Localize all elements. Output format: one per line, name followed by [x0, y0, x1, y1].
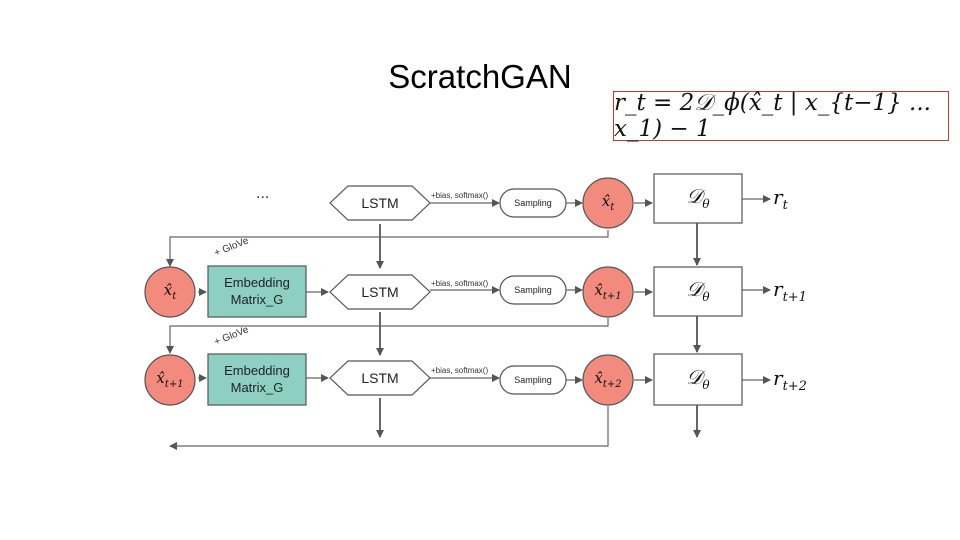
sample-node-label-1: x̂t — [601, 192, 615, 213]
feedback-line-1 — [166, 230, 609, 267]
sampling-label-1: Sampling — [514, 198, 552, 208]
sampling-label-3: Sampling — [514, 375, 552, 385]
input-node-label-2: x̂t — [163, 281, 177, 302]
input-node-3 — [144, 354, 196, 406]
discriminator-box-3 — [653, 353, 743, 406]
sample-node-1 — [582, 177, 634, 229]
reward-label-1: rt — [773, 185, 788, 213]
sampling-label-2: Sampling — [514, 285, 552, 295]
discriminator-box-2 — [653, 266, 743, 317]
bias-softmax-label-1: +bias, softmax() — [431, 191, 489, 200]
lstm-label-3: LSTM — [361, 370, 399, 386]
lstm-hexagon-3 — [329, 360, 431, 396]
bias-softmax-label-2: +bias, softmax() — [431, 279, 489, 288]
sample-node-2 — [582, 266, 634, 318]
sample-node-label-2: x̂t+1 — [594, 281, 622, 302]
discriminator-label-1: 𝒟θ — [686, 184, 710, 211]
connectors — [166, 195, 771, 450]
slide-title: ScratchGAN — [388, 58, 572, 95]
discriminator-box-1 — [653, 173, 743, 224]
reward-label-3: rt+2 — [773, 366, 807, 394]
sampling-box-3 — [499, 365, 567, 395]
embedding-label-line1: Embedding — [224, 363, 290, 378]
discriminator-label-3: 𝒟θ — [686, 365, 710, 392]
bias-softmax-label-3: +bias, softmax() — [431, 366, 489, 375]
sampling-box-2 — [499, 275, 567, 305]
embedding-label-2: Embedding Matrix_G — [208, 274, 306, 308]
sample-node-label-3: x̂t+2 — [594, 369, 622, 390]
embedding-label-line1: Embedding — [224, 275, 290, 290]
reward-formula: r_t = 2𝒟_ϕ(x̂_t | x_{t−1} ... x_1) − 1 — [613, 90, 949, 142]
lstm-label-2: LSTM — [361, 284, 399, 300]
embedding-box-2 — [207, 265, 307, 318]
sampling-box-1 — [499, 188, 567, 218]
lstm-label-1: LSTM — [361, 195, 399, 211]
lstm-hexagon-2 — [329, 274, 431, 310]
input-node-2 — [144, 266, 196, 318]
reward-label-2: rt+1 — [773, 277, 807, 305]
feedback-line-2 — [166, 318, 609, 354]
sample-node-3 — [582, 354, 634, 406]
feedback-line-3 — [169, 406, 609, 450]
embedding-label-3: Embedding Matrix_G — [208, 362, 306, 396]
discriminator-label-2: 𝒟θ — [686, 277, 710, 304]
input-node-label-3: x̂t+1 — [156, 369, 184, 390]
lstm-hexagon-1 — [329, 185, 431, 221]
embedding-label-line2: Matrix_G — [230, 292, 284, 307]
embedding-label-line2: Matrix_G — [230, 380, 284, 395]
embedding-box-3 — [207, 353, 307, 406]
ellipsis: ... — [256, 185, 270, 202]
